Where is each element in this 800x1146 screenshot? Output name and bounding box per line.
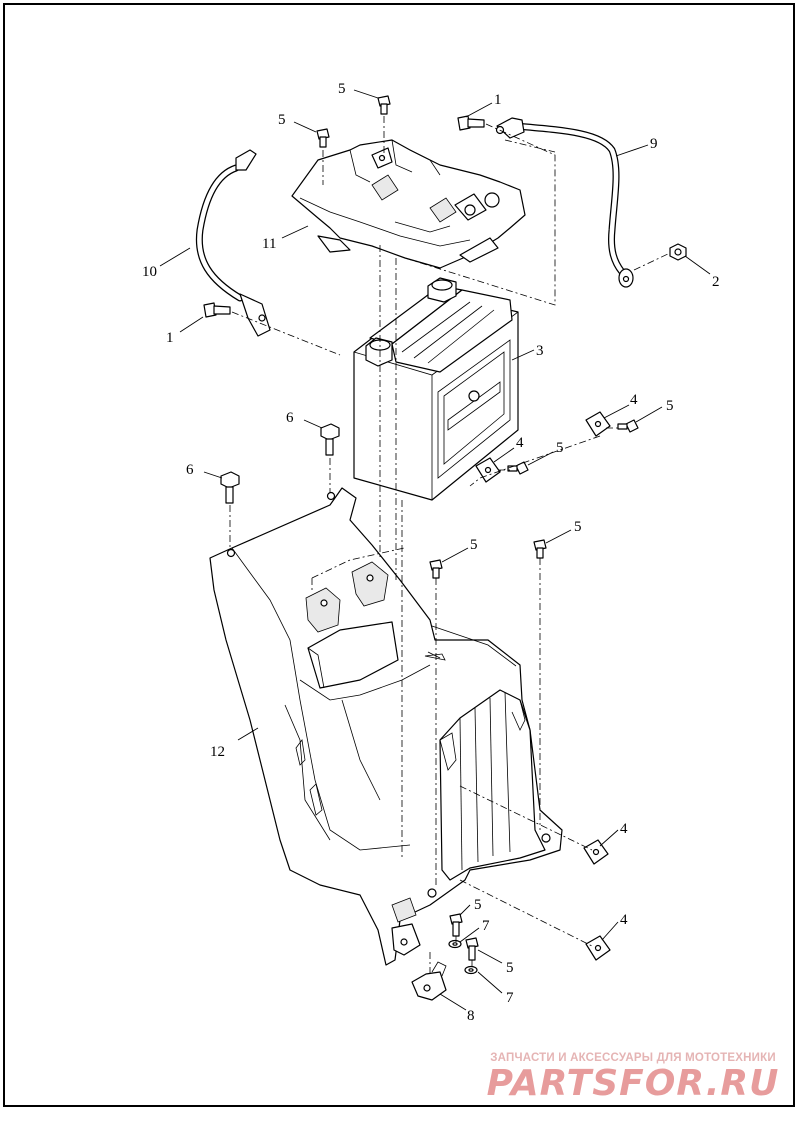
callout-numbers: 5 5 1 9 2 11 10 1 3 4 5 4 5 6 6 5 5 12 4… [142,81,720,1024]
washer-7-a [448,939,462,949]
callout-5: 5 [474,897,482,913]
clip-nut-4-d [585,935,611,961]
battery-cable-9 [495,117,634,288]
clip-nut-4-b [475,457,501,483]
clip-nut-4-c [583,839,609,865]
callout-5: 5 [666,398,674,414]
callout-7: 7 [482,918,490,934]
callout-1: 1 [494,92,502,108]
hold-down-bracket [291,139,526,269]
bolt-6-lower [220,471,240,504]
assembly-lines [229,116,671,975]
screw-5-bottom-b [465,937,479,961]
callout-4: 4 [620,912,628,928]
bolt-6-upper [320,423,340,456]
callout-12: 12 [210,744,225,760]
callout-2: 2 [712,274,720,290]
watermark-tagline: ЗАПЧАСТИ И АКСЕССУАРЫ ДЛЯ МОТОТЕХНИКИ [490,1052,776,1064]
washer-7-b [464,965,478,975]
watermark-logo: PARTSFOR.RU [486,1063,780,1104]
screw-5-right-upper [617,419,639,433]
callout-5: 5 [338,81,346,97]
callout-4: 4 [630,392,638,408]
callout-5: 5 [556,440,564,456]
callout-10: 10 [142,264,157,280]
fasteners [203,95,687,1001]
screw-5-top-left [316,128,330,148]
callout-5: 5 [278,112,286,128]
battery-cable-10 [195,149,271,337]
callout-4: 4 [620,821,628,837]
callout-5: 5 [506,960,514,976]
callout-6: 6 [286,410,294,426]
screw-5-mid-b [533,539,547,559]
screw-5-bottom-a [449,913,463,937]
screw-5-mid-a [429,559,443,579]
callout-5: 5 [470,537,478,553]
callout-3: 3 [536,343,544,359]
callout-8: 8 [467,1008,475,1024]
callout-11: 11 [262,236,276,252]
bracket-8 [411,961,447,1001]
nut-2 [669,243,687,261]
watermark: ЗАПЧАСТИ И АКСЕССУАРЫ ДЛЯ МОТОТЕХНИКИ PA… [478,1052,788,1104]
callout-4: 4 [516,435,524,451]
bolt-1-right [457,115,485,131]
callout-5: 5 [574,519,582,535]
battery-tray [209,487,563,966]
clip-nut-4-a [585,411,611,437]
bolt-1-left [203,302,231,318]
battery [353,277,519,501]
callout-1: 1 [166,330,174,346]
callout-9: 9 [650,136,658,152]
callout-6: 6 [186,462,194,478]
screw-5-right-lower [507,461,529,475]
callout-7: 7 [506,990,514,1006]
screw-5-top-center [377,95,391,115]
leader-lines [159,89,711,1011]
